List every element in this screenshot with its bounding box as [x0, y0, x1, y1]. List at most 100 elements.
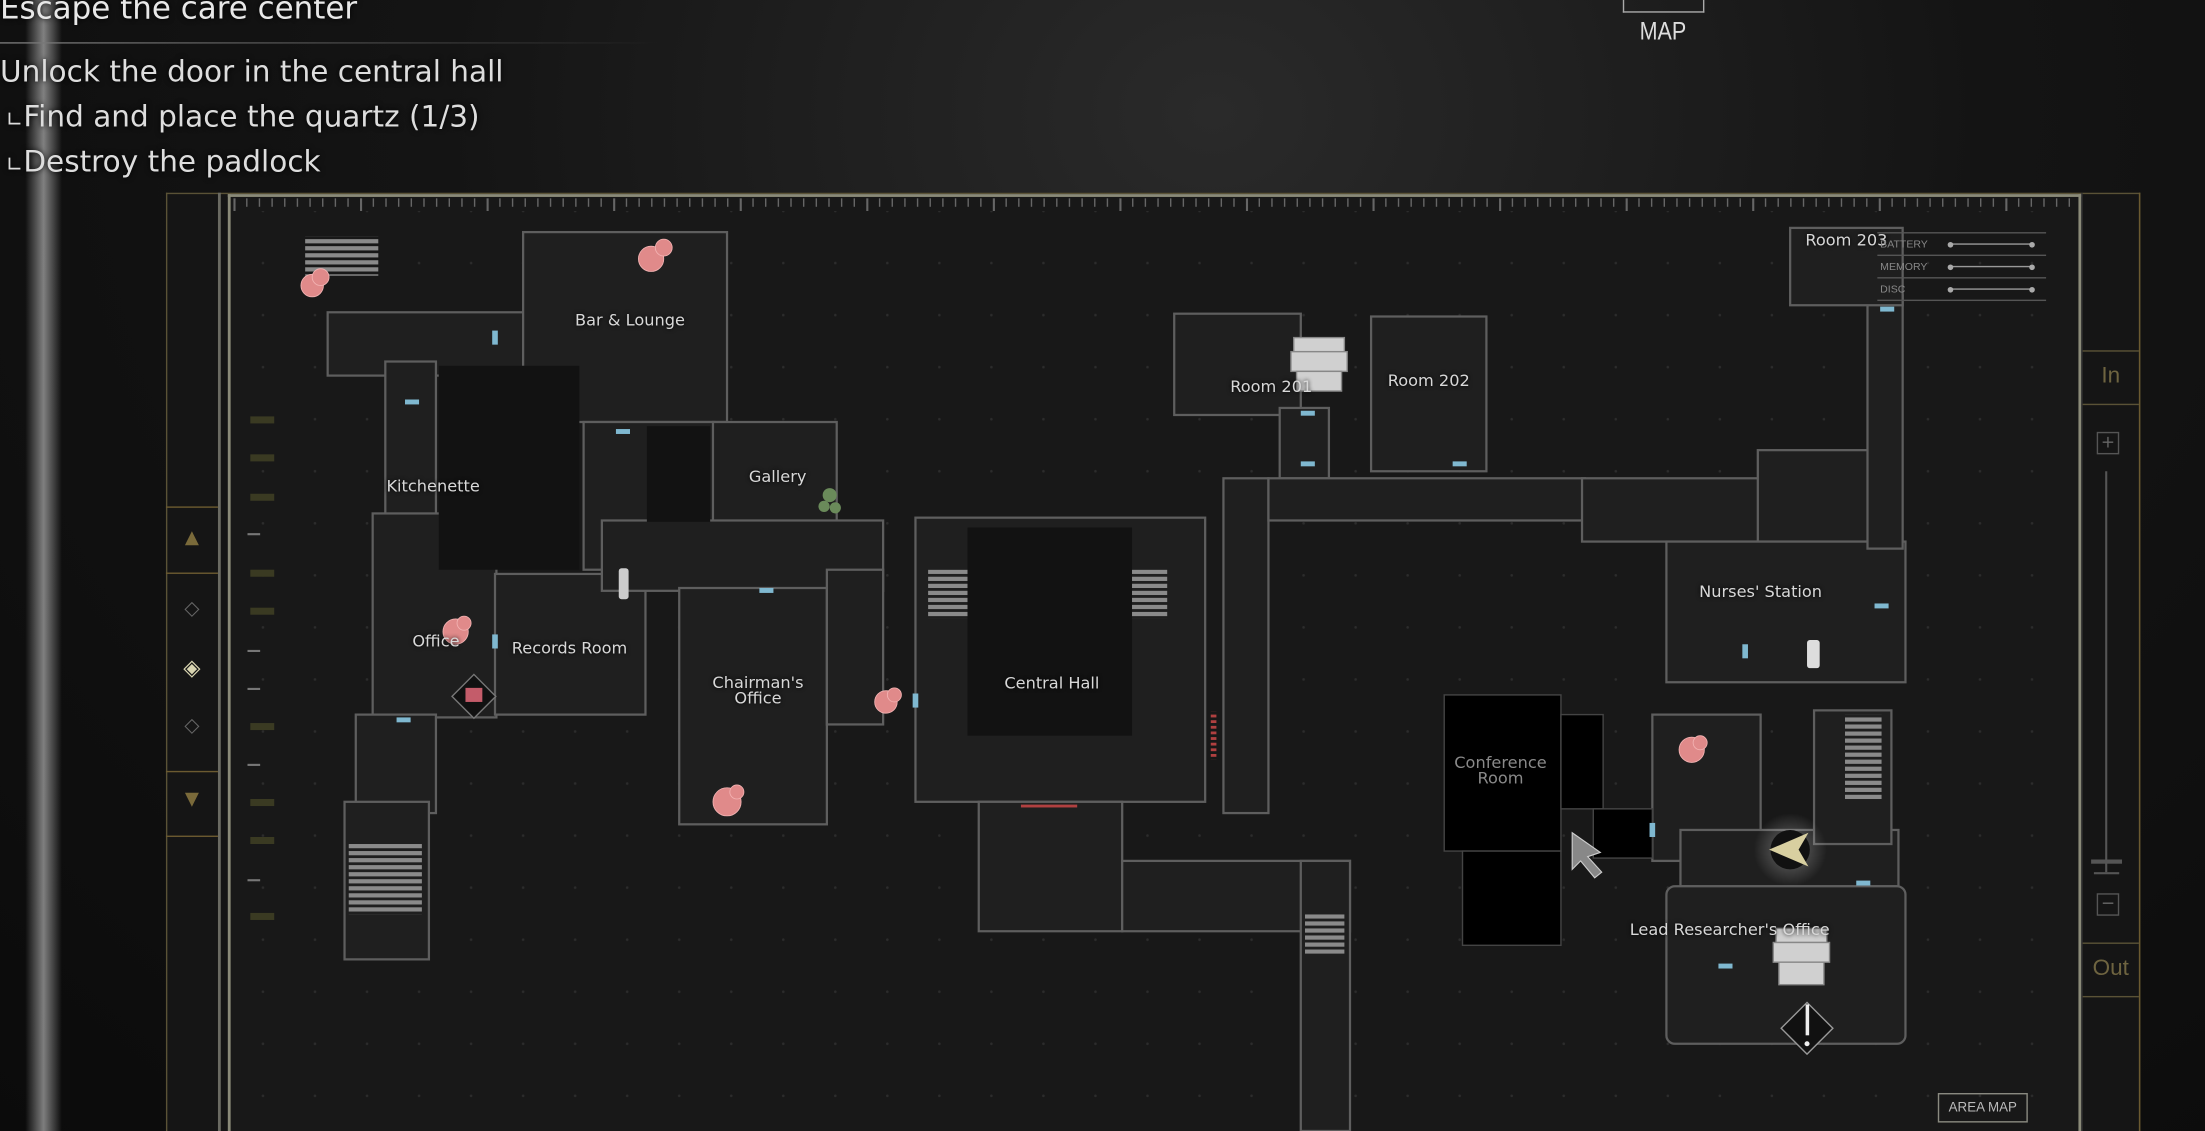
zoom-in-label[interactable]: In — [2101, 364, 2121, 389]
flower-item-icon — [442, 615, 472, 645]
ruler-tick — [397, 198, 400, 207]
ruler-tick — [549, 198, 552, 207]
ruler-tick — [1157, 198, 1159, 207]
ruler-tick — [511, 198, 514, 207]
ruler-tick — [828, 198, 830, 207]
ruler-tick — [233, 198, 236, 212]
subtask-prefix: ∟ — [5, 106, 24, 133]
ruler-tick — [1321, 198, 1324, 207]
ruler-tick — [1612, 198, 1615, 207]
ruler-tick — [1954, 198, 1957, 207]
ruler-tick — [651, 198, 653, 207]
ruler-tick — [1068, 198, 1071, 207]
objective-title: Escape the care center — [0, 0, 358, 27]
ruler-tick — [2030, 198, 2033, 207]
floor-down-arrow-icon[interactable]: ▼ — [184, 789, 199, 811]
ruler-tick — [1385, 198, 1387, 207]
ruler-tick — [929, 198, 931, 207]
ruler-tick — [1904, 198, 1906, 207]
ruler-tick — [1018, 198, 1020, 207]
lantern-icon — [618, 568, 629, 600]
ruler-tick — [499, 198, 501, 207]
room-label: Office — [412, 630, 460, 651]
flower-item-icon — [1678, 735, 1708, 763]
ruler-tick — [1435, 198, 1438, 207]
ruler-tick — [246, 198, 248, 207]
ruler-tick — [1207, 198, 1210, 207]
ruler-tick — [372, 198, 375, 207]
ruler-tick — [853, 198, 855, 207]
ruler-tick — [878, 198, 881, 207]
ruler-tick — [486, 198, 489, 212]
ruler-tick — [1245, 198, 1249, 212]
room-label: Room 203 — [1805, 229, 1888, 250]
ruler-tick — [448, 198, 450, 207]
ruler-tick — [1866, 198, 1868, 207]
ruler-tick — [765, 198, 767, 207]
ruler-tick — [309, 198, 311, 207]
ruler-tick — [2043, 198, 2045, 207]
ruler-tick — [1942, 198, 1944, 207]
ruler-tick — [1056, 198, 1058, 207]
ruler-tick — [980, 198, 982, 207]
zoom-out-label[interactable]: Out — [2092, 956, 2129, 981]
ruler-tick — [1663, 198, 1665, 207]
floor-diamond-icon[interactable]: ◇ — [184, 597, 200, 621]
zoom-slider-track[interactable] — [2091, 471, 2123, 875]
ruler-tick — [2055, 198, 2058, 207]
left-scale-ticks — [247, 416, 275, 920]
ruler-tick — [1005, 198, 1007, 207]
ruler-tick — [967, 198, 969, 207]
ruler-tick — [916, 198, 919, 207]
ruler-tick — [1777, 198, 1779, 207]
ruler-tick — [840, 198, 843, 207]
mouse-cursor-icon — [1571, 831, 1603, 879]
ruler-tick — [1992, 198, 1995, 207]
ruler-tick — [2005, 198, 2008, 212]
flower-item-icon — [712, 784, 745, 817]
ruler-tick — [891, 198, 893, 207]
zoom-out-button[interactable]: − — [2096, 893, 2120, 916]
ruler-tick — [1499, 198, 1502, 212]
ruler-tick — [1549, 198, 1552, 207]
ruler-tick — [1828, 198, 1830, 207]
objective-subtask: ∟Destroy the padlock — [6, 145, 321, 179]
unexplored-rooms — [1443, 694, 1654, 947]
ruler-tick — [1790, 198, 1792, 207]
battery-label: BATTERY — [1880, 237, 1928, 251]
ruler-tick — [1397, 198, 1400, 207]
floor-up-arrow-icon[interactable]: ▲ — [184, 527, 199, 549]
ruler-top — [233, 198, 2070, 212]
zoom-in-button[interactable]: + — [2096, 431, 2120, 455]
ruler-tick — [1562, 198, 1564, 207]
room-label: Chairman's Office — [712, 672, 804, 708]
ruler-tick — [1802, 198, 1805, 207]
ruler-tick — [638, 198, 640, 207]
ruler-tick — [1486, 198, 1488, 207]
typewriter-save-icon — [1772, 927, 1831, 986]
tab-map[interactable]: MAP — [1639, 16, 1687, 46]
ruler-tick — [1220, 198, 1223, 207]
objective-marker-icon — [1780, 1001, 1834, 1056]
objective-divider — [0, 42, 661, 44]
ruler-tick — [1106, 198, 1109, 207]
staircases — [305, 236, 1882, 954]
ruler-tick — [1714, 198, 1716, 207]
ruler-tick — [1878, 198, 1881, 212]
ruler-tick — [1094, 198, 1096, 207]
ruler-tick — [790, 198, 792, 207]
ruler-tick — [587, 198, 590, 207]
ruler-tick — [1309, 198, 1311, 207]
ruler-tick — [1929, 198, 1931, 207]
ruler-tick — [1980, 198, 1982, 207]
device-status-panel: BATTERY MEMORY DISC — [1877, 232, 2047, 302]
area-map-button[interactable]: AREA MAP — [1937, 1093, 2028, 1123]
ruler-tick — [1688, 198, 1691, 207]
ruler-tick — [2017, 198, 2020, 207]
ruler-tick — [537, 198, 539, 207]
floor-current-diamond-icon[interactable]: ◈ — [183, 654, 201, 681]
floor-diamond-icon[interactable]: ◇ — [184, 714, 200, 738]
ruler-tick — [1752, 198, 1755, 212]
ruler-tick — [1030, 198, 1033, 207]
